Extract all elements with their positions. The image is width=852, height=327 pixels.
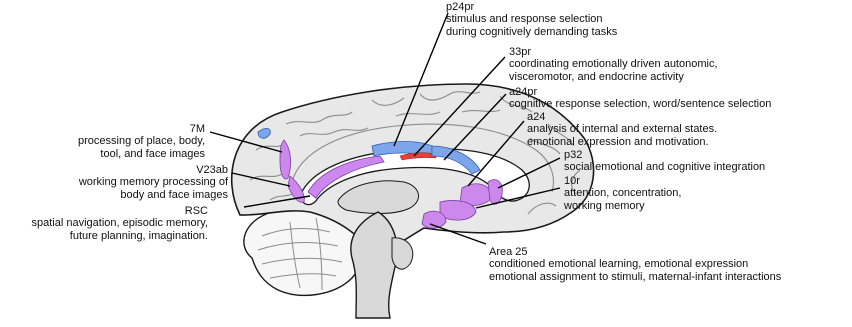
label-p32: p32 social emotional and cognitive integ… (564, 149, 765, 174)
region-name: 33pr (509, 46, 718, 58)
label-a24: a24 analysis of internal and external st… (527, 111, 717, 148)
region-description: during cognitively demanding tasks (446, 26, 617, 38)
region-description: processing of place, body, (78, 135, 205, 147)
region-name: 10r (564, 175, 681, 187)
region-description: attention, concentration, (564, 187, 681, 199)
region-name: a24 (527, 111, 717, 123)
region-description: coordinating emotionally driven autonomi… (509, 58, 718, 70)
region-description: body and face images (79, 189, 228, 201)
region-description: visceromotor, and endocrine activity (509, 71, 718, 83)
label-v23ab: V23ab working memory processing of body … (79, 164, 228, 201)
region-description: analysis of internal and external states… (527, 123, 717, 135)
region-description: tool, and face images (78, 148, 205, 160)
label-rsc: RSC spatial navigation, episodic memory,… (32, 205, 209, 242)
region-description: future planning, imagination. (32, 230, 209, 242)
region-name: a24pr (509, 86, 771, 98)
region-description: conditioned emotional learning, emotiona… (489, 258, 781, 270)
region-description: cognitive response selection, word/sente… (509, 98, 771, 110)
pons (392, 238, 413, 269)
label-area25: Area 25 conditioned emotional learning, … (489, 246, 781, 283)
region-description: emotional expression and motivation. (527, 136, 717, 148)
brainstem (351, 212, 397, 318)
label-p24pr: p24pr stimulus and response selection du… (446, 1, 617, 38)
region-name: p32 (564, 149, 765, 161)
label-33pr: 33pr coordinating emotionally driven aut… (509, 46, 718, 83)
region-p32-patch (488, 180, 502, 205)
region-description: spatial navigation, episodic memory, (32, 217, 209, 229)
region-name: Area 25 (489, 246, 781, 258)
region-name: RSC (32, 205, 209, 217)
region-description: working memory processing of (79, 176, 228, 188)
region-name: 7M (78, 123, 205, 135)
label-10r: 10r attention, concentration, working me… (564, 175, 681, 212)
region-description: working memory (564, 200, 681, 212)
label-a24pr: a24pr cognitive response selection, word… (509, 86, 771, 111)
region-description: social emotional and cognitive integrati… (564, 161, 765, 173)
label-7m: 7M processing of place, body, tool, and … (78, 123, 205, 160)
region-description: stimulus and response selection (446, 13, 617, 25)
region-name: V23ab (79, 164, 228, 176)
region-description: emotional assignment to stimuli, materna… (489, 271, 781, 283)
region-name: p24pr (446, 1, 617, 13)
